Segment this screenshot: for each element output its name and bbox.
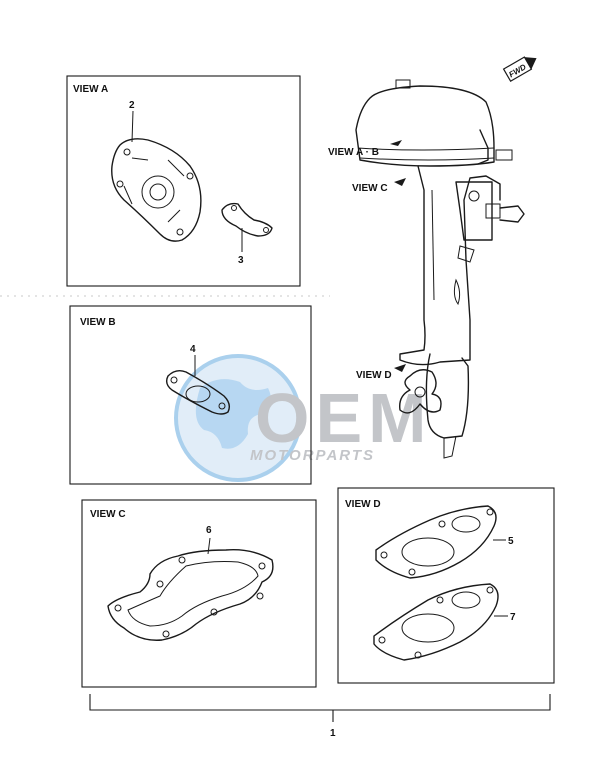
fwd-badge: FWD [502, 56, 537, 83]
fwd-arrow-icon [524, 57, 537, 70]
view-c-panel: VIEW C 6 [81, 499, 317, 688]
watermark: OEM MOTORPARTS [174, 354, 432, 482]
part-6-gasket [107, 549, 274, 641]
callout-view-d-label: VIEW D [356, 370, 392, 381]
callout-view-d: VIEW D [356, 364, 406, 381]
view-a-panel: VIEW A 2 3 [66, 75, 301, 287]
callout-arrow-icon [394, 364, 406, 372]
part-4-gasket [165, 369, 231, 415]
callout-view-ab: VIEW A · B [328, 140, 402, 158]
view-d-title: VIEW D [345, 499, 381, 510]
callout-arrow-icon [394, 178, 406, 186]
part-2-gasket [111, 138, 202, 242]
part-3-gasket [221, 202, 273, 237]
part-label-2: 2 [129, 100, 135, 111]
part-label-7: 7 [510, 612, 516, 623]
watermark-sub: MOTORPARTS [250, 447, 375, 464]
part-label-5: 5 [508, 536, 514, 547]
part-7-gasket [373, 583, 499, 661]
outboard-engine [355, 79, 525, 459]
kit-bracket: 1 [89, 694, 551, 739]
part-5-gasket [375, 505, 497, 579]
callout-view-c: VIEW C [352, 178, 406, 194]
view-b-panel: VIEW B 4 [69, 305, 312, 485]
kit-number: 1 [330, 728, 336, 739]
callout-arrow-icon [390, 140, 402, 146]
view-a-title: VIEW A [73, 84, 108, 95]
part-label-4: 4 [190, 344, 196, 355]
callout-view-ab-label: VIEW A · B [328, 147, 379, 158]
callout-view-c-label: VIEW C [352, 183, 388, 194]
part-label-6: 6 [206, 525, 212, 536]
view-c-title: VIEW C [90, 509, 126, 520]
part-label-3: 3 [238, 255, 244, 266]
view-d-panel: VIEW D 5 7 [337, 487, 555, 684]
view-b-title: VIEW B [80, 317, 116, 328]
watermark-main: OEM [255, 379, 432, 457]
